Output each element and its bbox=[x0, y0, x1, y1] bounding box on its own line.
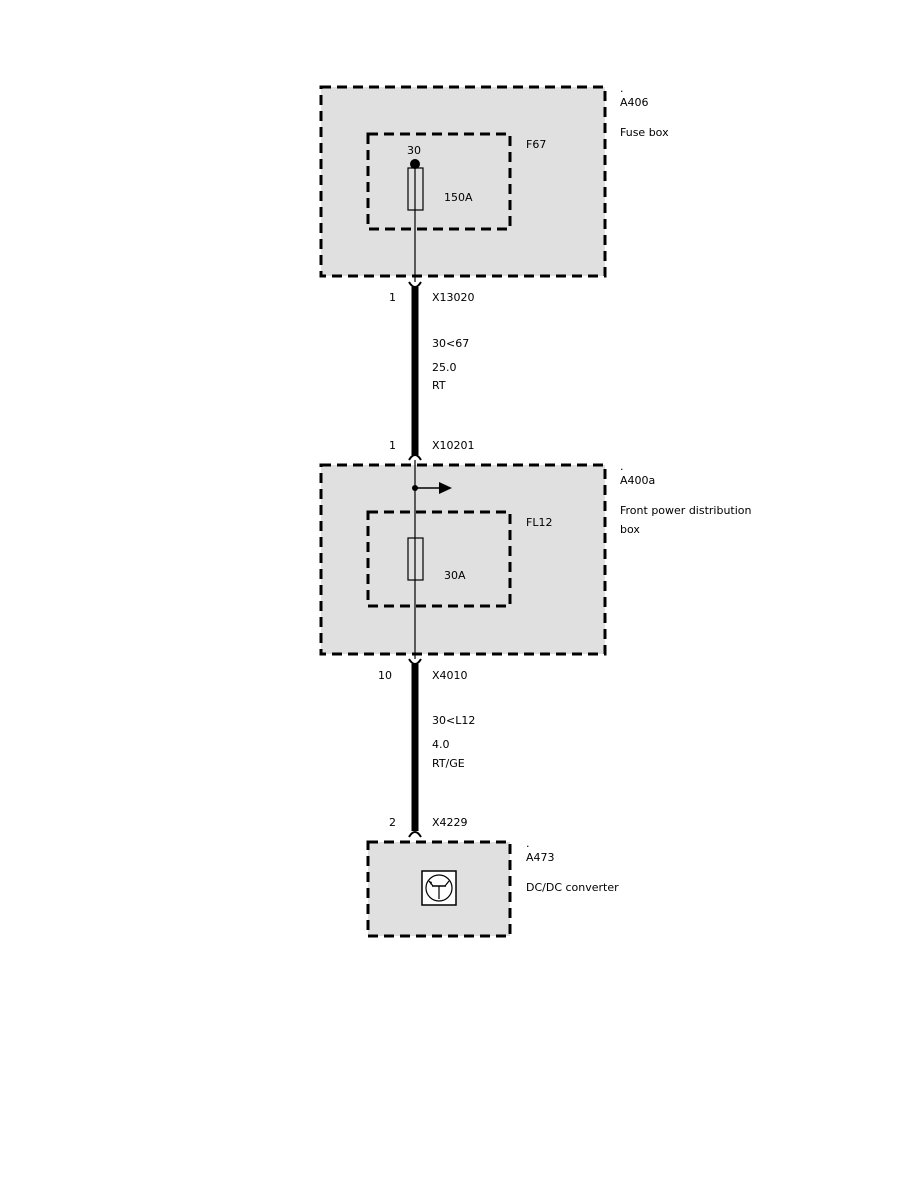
transistor-icon bbox=[421, 870, 457, 906]
wire-30-67-signal: 30<67 bbox=[432, 337, 469, 350]
dcdc-converter-outline bbox=[366, 840, 512, 938]
wire-30-l12-color: RT/GE bbox=[432, 757, 465, 770]
connector-x13020-pin: 1 bbox=[389, 291, 396, 304]
fuse-fl12-rating: 30A bbox=[444, 569, 466, 582]
connector-x10201-cap bbox=[408, 454, 422, 461]
fuse-f67-id: F67 bbox=[526, 138, 546, 151]
fuse-box-dot: . bbox=[620, 82, 624, 95]
connector-x10201-id: X10201 bbox=[432, 439, 475, 452]
fuse-fl12-id: FL12 bbox=[526, 516, 552, 529]
wire-30-67-color: RT bbox=[432, 379, 446, 392]
fuse-f67-terminal: 30 bbox=[407, 144, 421, 157]
wire-30-67-cross-section: 25.0 bbox=[432, 361, 457, 374]
connector-x4010-id: X4010 bbox=[432, 669, 468, 682]
fuse-f67-rating: 150A bbox=[444, 191, 473, 204]
wire-30-l12-signal: 30<L12 bbox=[432, 714, 475, 727]
fuse-fl12-outline bbox=[366, 510, 512, 608]
fuse-box-outline bbox=[319, 85, 607, 278]
connector-x4229-pin: 2 bbox=[389, 816, 396, 829]
connector-x4229-id: X4229 bbox=[432, 816, 468, 829]
front-power-box-name-line2: box bbox=[620, 523, 640, 536]
fuse-f67-outline bbox=[366, 132, 512, 231]
front-power-box-outline bbox=[319, 463, 607, 656]
connector-x10201-pin: 1 bbox=[389, 439, 396, 452]
front-power-box-id: A400a bbox=[620, 474, 655, 487]
front-power-box-dot: . bbox=[620, 460, 624, 473]
fuse-box-name: Fuse box bbox=[620, 126, 669, 139]
connector-x13020-id: X13020 bbox=[432, 291, 475, 304]
connector-x4010-pin: 10 bbox=[378, 669, 392, 682]
dcdc-converter-id: A473 bbox=[526, 851, 555, 864]
fuse-box-id: A406 bbox=[620, 96, 649, 109]
dcdc-converter-name: DC/DC converter bbox=[526, 881, 619, 894]
front-power-box-name-line1: Front power distribution bbox=[620, 504, 752, 517]
connector-x4010-cap bbox=[408, 658, 422, 665]
connector-x13020-cap bbox=[408, 281, 422, 288]
dcdc-converter-dot: . bbox=[526, 837, 530, 850]
wire-30-l12-cross-section: 4.0 bbox=[432, 738, 450, 751]
arrow-right-icon bbox=[415, 482, 452, 494]
connector-x4229-cap bbox=[408, 831, 422, 838]
